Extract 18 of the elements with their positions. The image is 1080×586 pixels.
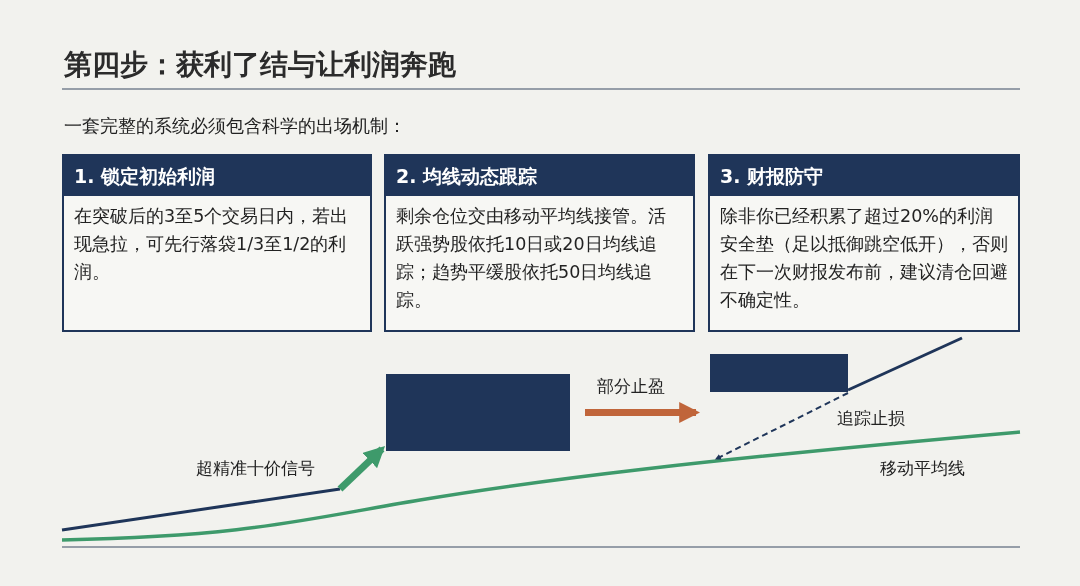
moving-average-label: 移动平均线 (880, 457, 965, 480)
title: 第四步：获利了结与让利润奔跑 (64, 47, 456, 83)
card-text: 除非你已经积累了超过20%的利润安全垫（足以抵御跳空低开），否则在下一次财报发布前，建议清仓回避不确定性。 (719, 205, 1009, 312)
edge-label: 部分止盈 (597, 374, 665, 398)
step-card (62, 154, 372, 332)
trailing-stop-label: 追踪止损 (837, 407, 905, 430)
signal-label: 超精准十价信号 (196, 457, 315, 480)
card-text: 在突破后的3至5个交易日内，若出现急拉，可先行落袋1/3至1/2的利润。 (73, 205, 350, 284)
step-card (384, 154, 695, 332)
card-text: 剩余仓位交由移动平均线接管。活跃强势股依托10日或20日均线追踪；趋势平缓股依托50日均线追踪。 (395, 205, 667, 312)
card-heading: 3. 财报防守 (710, 156, 1018, 196)
block (386, 374, 570, 451)
step-card (708, 154, 1020, 332)
arrow (337, 446, 386, 492)
block (710, 354, 848, 392)
card-heading: 2. 均线动态跟踪 (386, 156, 693, 196)
intro-text: 一套完整的系统必须包含科学的出场机制： (64, 114, 406, 138)
card-heading: 1. 锁定初始利润 (64, 156, 370, 196)
